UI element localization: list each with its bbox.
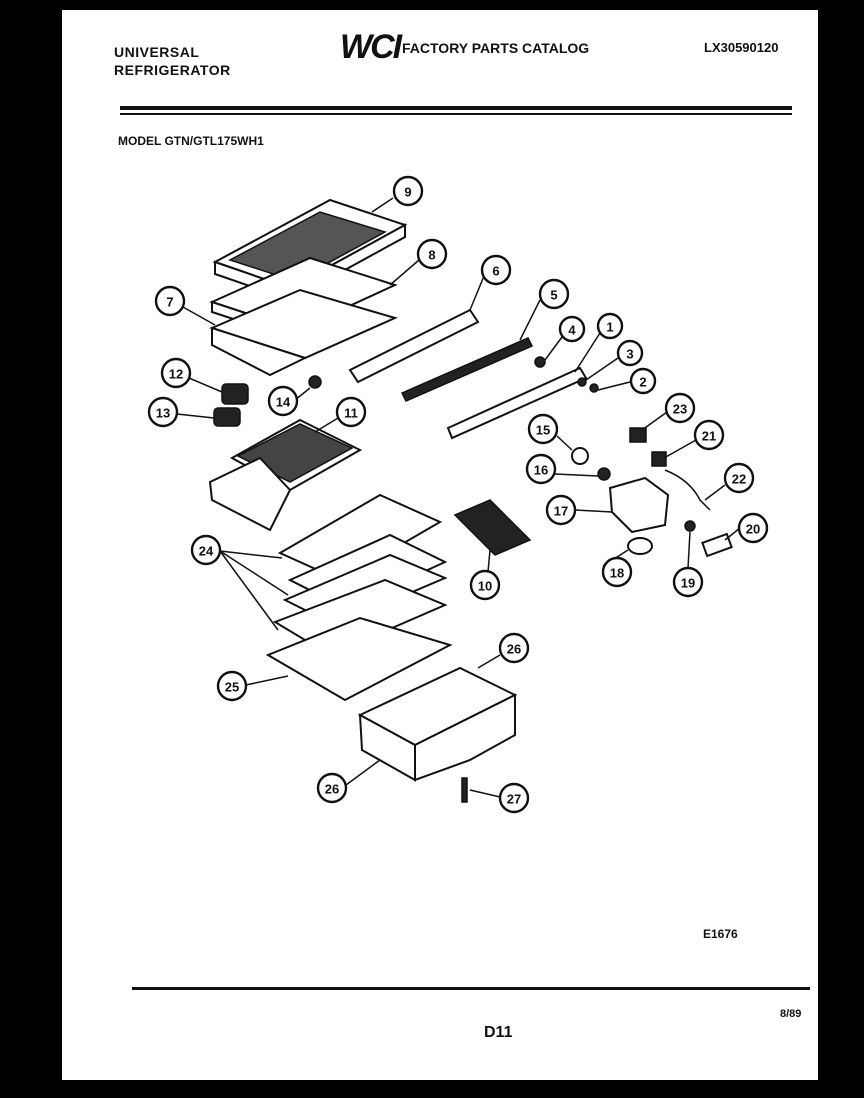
part-4-screw [534, 356, 546, 368]
callout-12-label: 12 [169, 367, 183, 382]
part-5-rail [400, 337, 534, 402]
callout-22-label: 22 [732, 472, 746, 487]
callout-10: 10 [469, 569, 501, 601]
part-18-knob [627, 537, 653, 555]
diagram-code: E1676 [703, 927, 738, 941]
callout-18: 18 [601, 556, 633, 588]
part-26-crispers [357, 666, 518, 782]
callout-24: 24 [190, 534, 222, 566]
model-number: MODEL GTN/GTL175WH1 [118, 134, 264, 148]
callout-4: 4 [558, 315, 586, 343]
brand-line-2: REFRIGERATOR [114, 62, 231, 78]
part-16-socket [597, 467, 611, 481]
part-27-pin [461, 777, 468, 803]
page-number: D11 [484, 1024, 513, 1041]
callout-7: 7 [154, 285, 186, 317]
callout-5-label: 5 [550, 288, 557, 303]
callout-12: 12 [160, 357, 192, 389]
leader-lines [176, 197, 741, 798]
part-25-crisper-cover [265, 616, 453, 702]
part-2-screw [589, 383, 599, 393]
footer-rule [132, 987, 810, 990]
catalog-page [62, 10, 818, 1080]
callout-3-label: 3 [626, 347, 633, 362]
callout-15-label: 15 [536, 423, 550, 438]
callout-9-label: 9 [404, 185, 411, 200]
callout-4-label: 4 [568, 323, 576, 338]
callout-11-label: 11 [344, 406, 358, 421]
callout-1: 1 [596, 312, 624, 340]
callout-27-label: 27 [507, 792, 521, 807]
header-rule-thick [120, 106, 792, 110]
callout-23-label: 23 [673, 402, 687, 417]
callout-14-label: 14 [276, 395, 291, 410]
callout-21-label: 21 [702, 429, 716, 444]
part-9-freezer-cover [212, 198, 408, 302]
callout-22: 22 [723, 462, 755, 494]
part-12-clip [221, 383, 249, 405]
part-17-control-box [608, 476, 670, 534]
part-6-bracket [348, 308, 480, 384]
callout-20: 20 [737, 512, 769, 544]
header-rule-thin [120, 113, 792, 115]
callout-2: 2 [629, 367, 657, 395]
callout-26-upper: 26 [498, 632, 530, 664]
callout-6-label: 6 [492, 264, 499, 279]
part-1-rail [446, 366, 588, 440]
callout-13: 13 [147, 396, 179, 428]
part-number: LX30590120 [704, 40, 779, 55]
brand-line-1: UNIVERSAL [114, 44, 200, 60]
part-3-washer [577, 377, 587, 387]
part-21-switch [651, 451, 667, 467]
callout-7-label: 7 [166, 295, 173, 310]
callout-26-lower-label: 26 [325, 782, 339, 797]
callout-23: 23 [664, 392, 696, 424]
callout-17: 17 [545, 494, 577, 526]
callout-25-label: 25 [225, 680, 239, 695]
callout-25: 25 [216, 670, 248, 702]
part-10-ice-tray [453, 499, 532, 556]
part-20-plate [701, 532, 733, 558]
callout-20-label: 20 [746, 522, 760, 537]
callout-18-label: 18 [610, 566, 624, 581]
callout-19: 19 [672, 566, 704, 598]
callout-3: 3 [616, 339, 644, 367]
callout-14: 14 [267, 385, 299, 417]
callout-16-label: 16 [534, 463, 548, 478]
callout-26-upper-label: 26 [507, 642, 521, 657]
callout-27: 27 [498, 782, 530, 814]
callout-1-label: 1 [606, 320, 613, 335]
part-13-clip [213, 407, 241, 427]
callout-24-label: 24 [199, 544, 214, 559]
wci-logo: WCI [340, 28, 402, 66]
part-7-tray [209, 288, 398, 377]
callout-15: 15 [527, 413, 559, 445]
callout-21: 21 [693, 419, 725, 451]
callout-17-label: 17 [554, 504, 568, 519]
callout-26-lower: 26 [316, 772, 348, 804]
callout-16: 16 [525, 453, 557, 485]
callout-8: 8 [416, 238, 448, 270]
part-23-sensor [629, 427, 647, 443]
callout-6: 6 [480, 254, 512, 286]
callout-2-label: 2 [639, 375, 646, 390]
revision-date: 8/89 [780, 1008, 802, 1020]
callout-8-label: 8 [428, 248, 435, 263]
callout-13-label: 13 [156, 406, 170, 421]
callout-19-label: 19 [681, 576, 695, 591]
callout-9: 9 [392, 175, 424, 207]
part-11-housing [208, 418, 363, 532]
part-19-clip [684, 520, 696, 532]
callout-10-label: 10 [478, 579, 492, 594]
catalog-title: FACTORY PARTS CATALOG [402, 40, 590, 56]
callout-11: 11 [335, 396, 367, 428]
callout-5: 5 [538, 278, 570, 310]
part-15-bulb [571, 447, 589, 465]
part-22-wire [664, 469, 711, 511]
part-14-screw [308, 375, 322, 389]
